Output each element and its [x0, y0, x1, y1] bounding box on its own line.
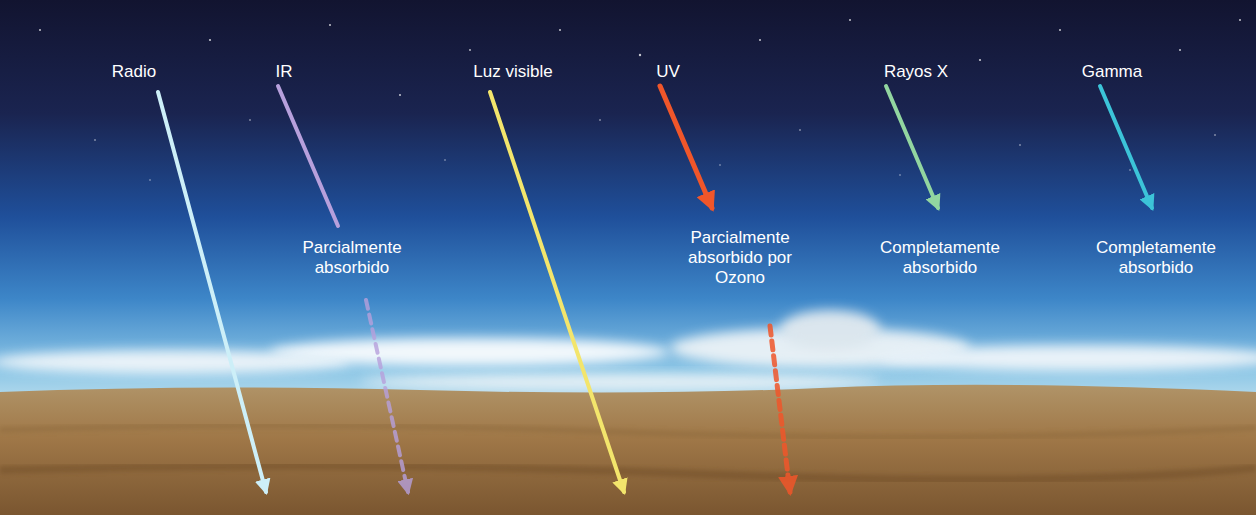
clouds [0, 310, 1256, 390]
gamma-arrow [1100, 86, 1152, 208]
band-label: Rayos X [866, 62, 966, 82]
ir-arrow-dashed [366, 300, 408, 492]
ir-arrow [278, 86, 338, 226]
absorption-note: Completamente absorbido [870, 238, 1010, 278]
stars [39, 19, 1241, 181]
ground [0, 385, 1256, 515]
visible-arrow [490, 92, 624, 492]
absorption-note: Completamente absorbido [1086, 238, 1226, 278]
band-label: Radio [89, 62, 179, 82]
radiation-arrows [158, 86, 1152, 492]
xray-arrow [886, 86, 938, 208]
absorption-note: Parcialmente absorbido por Ozono [684, 228, 796, 288]
uv-arrow [660, 86, 712, 208]
band-label: Gamma [1067, 62, 1157, 82]
uv-arrow-dashed [770, 326, 790, 492]
terrain-ridge [0, 466, 1256, 480]
terrain-ridge [0, 425, 1256, 437]
band-label: Luz visible [453, 62, 573, 82]
radio-arrow [158, 92, 266, 492]
band-label: IR [254, 62, 314, 82]
band-label: UV [638, 62, 698, 82]
absorption-note: Parcialmente absorbido [287, 238, 417, 278]
